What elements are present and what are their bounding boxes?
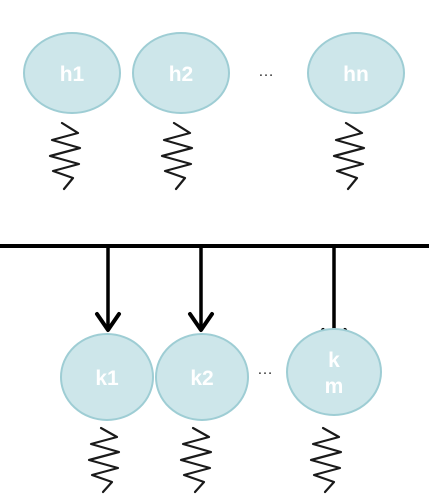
bottom-node-k2: k2 [155, 333, 249, 421]
top-node-hn-label: hn [343, 63, 369, 86]
spring-icon [179, 426, 213, 494]
spring-icon [160, 121, 194, 191]
bottom-node-k1: k1 [60, 333, 154, 421]
arrow-to-k2 [188, 248, 214, 332]
bottom-node-k1-label: k1 [95, 367, 119, 390]
spring-icon [87, 426, 121, 494]
arrow-to-k1 [95, 248, 121, 332]
bottom-ellipsis: … [257, 361, 273, 378]
top-ellipsis: … [258, 63, 274, 80]
bottom-node-k2-label: k2 [190, 367, 213, 390]
node-label-line: k [328, 349, 340, 372]
top-node-hn: hn [307, 32, 405, 114]
top-node-h2: h2 [132, 32, 230, 114]
spring-icon [332, 121, 366, 191]
spring-icon [48, 121, 82, 191]
top-node-h1: h1 [23, 32, 121, 114]
spring-icon [309, 426, 343, 494]
top-node-h2-label: h2 [169, 63, 194, 86]
node-label-line: m [325, 375, 344, 398]
top-node-h1-label: h1 [60, 63, 85, 86]
